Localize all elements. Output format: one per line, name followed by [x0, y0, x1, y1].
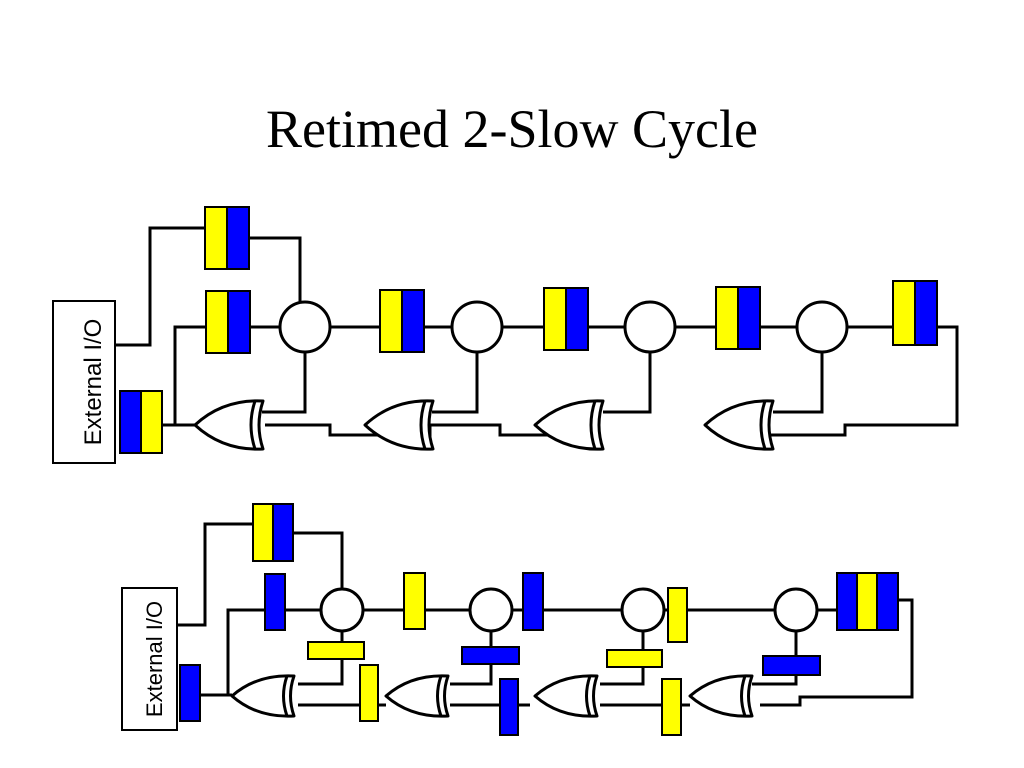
bottom-circuit: External I/O [121, 503, 914, 736]
bottom-register-h-2 [461, 646, 520, 665]
top-node-2 [450, 300, 504, 354]
top-xor-gate-3 [533, 399, 605, 451]
bottom-register-h-1 [307, 641, 365, 660]
top-register-5 [892, 280, 938, 346]
bottom-register-yellow-4 [667, 587, 688, 643]
bottom-xor-gate-3 [533, 674, 599, 718]
bottom-register-blue-3 [522, 572, 544, 631]
top-register-upper [204, 206, 250, 270]
top-register-3 [543, 287, 589, 351]
bottom-register-blue-1 [264, 573, 286, 631]
top-external-io-box: External I/O [52, 300, 116, 464]
bottom-xor-gate-1 [230, 674, 296, 718]
bottom-register-triple [836, 572, 899, 631]
top-register-1 [205, 290, 251, 354]
bottom-wires [177, 522, 914, 707]
top-xor-gates [193, 399, 775, 451]
bottom-node-4 [773, 587, 819, 633]
top-wires [115, 226, 959, 437]
bottom-node-3 [620, 587, 666, 633]
bottom-xor-gates [230, 674, 754, 718]
top-registers [119, 206, 938, 454]
bottom-register-v-3 [661, 678, 682, 736]
top-xor-gate-1 [193, 399, 265, 451]
top-nodes [278, 300, 849, 354]
bottom-register-yellow-2 [403, 572, 426, 630]
top-register-feedback [119, 390, 163, 454]
bottom-external-io-box: External I/O [121, 587, 178, 731]
bottom-registers [179, 503, 899, 736]
bottom-node-1 [319, 587, 365, 633]
bottom-xor-gate-2 [384, 674, 450, 718]
bottom-register-h-3 [606, 649, 663, 668]
bottom-register-h-4 [762, 655, 821, 676]
bottom-register-v-2 [499, 678, 519, 736]
bottom-xor-gate-4 [688, 674, 754, 718]
bottom-nodes [319, 587, 819, 633]
top-register-4 [715, 286, 761, 350]
top-node-1 [278, 300, 332, 354]
top-register-2 [379, 289, 425, 353]
top-xor-gate-2 [363, 399, 435, 451]
top-node-3 [623, 300, 677, 354]
bottom-register-feedback [179, 664, 201, 722]
top-circuit: External I/O [52, 206, 959, 464]
top-node-4 [795, 300, 849, 354]
bottom-node-2 [468, 587, 514, 633]
slide-title: Retimed 2-Slow Cycle [266, 99, 758, 159]
bottom-register-v-1 [359, 664, 379, 722]
top-xor-gate-4 [703, 399, 775, 451]
bottom-external-io-label: External I/O [142, 601, 167, 717]
top-external-io-label: External I/O [80, 319, 107, 446]
bottom-register-upper [252, 503, 294, 562]
